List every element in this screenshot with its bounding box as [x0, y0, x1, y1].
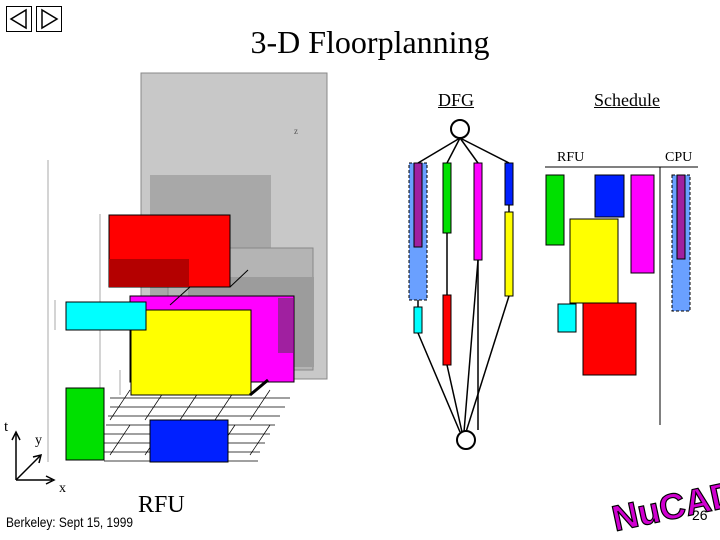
dfg-green-node	[442, 162, 452, 234]
dfg-source-node	[450, 119, 470, 139]
cyan-block	[65, 301, 147, 331]
schedule-cpu-purple-task	[676, 174, 686, 260]
dark-red-block	[109, 259, 189, 287]
axis-x-label: x	[59, 481, 66, 496]
dfg-blue-node	[504, 162, 514, 206]
slide-title: 3-D Floorplanning	[250, 24, 490, 60]
next-slide-button[interactable]	[36, 6, 62, 32]
axis-y-label: y	[35, 433, 42, 448]
floorplan-rfu-label: RFU	[138, 492, 185, 518]
triangle-left-icon	[9, 8, 27, 30]
logo-text: NuCAD	[608, 473, 720, 539]
schedule-green-task	[545, 174, 565, 246]
triangle-right-icon	[41, 8, 59, 30]
axis-z-label: z	[294, 126, 298, 136]
yellow-block	[130, 309, 252, 396]
schedule-cyan-task	[557, 303, 577, 333]
schedule-cpu-column-label: CPU	[665, 150, 693, 165]
dfg-label: DFG	[438, 90, 475, 110]
dfg-magenta-node	[473, 162, 483, 261]
schedule-rfu-column-label: RFU	[557, 150, 585, 165]
dfg-graph	[408, 119, 514, 450]
schedule-chart	[545, 166, 698, 425]
dfg-red-node	[442, 294, 452, 366]
nucad-logo: NuCAD	[608, 472, 720, 539]
dfg-cyan-node	[413, 306, 423, 334]
schedule-magenta-task	[630, 174, 655, 274]
page-number: 26	[692, 507, 708, 523]
dfg-purple-node	[413, 162, 423, 248]
schedule-blue-task	[594, 174, 625, 218]
dfg-edges	[417, 137, 510, 433]
floorplan-axes	[11, 430, 56, 485]
dfg-yellow-node	[504, 211, 514, 297]
schedule-label: Schedule	[594, 90, 660, 110]
floorplan-3d	[11, 72, 328, 485]
footer-date: Berkeley: Sept 15, 1999	[6, 514, 134, 530]
schedule-yellow-task	[569, 218, 619, 304]
schedule-red-task	[582, 302, 637, 376]
green-block	[65, 387, 105, 461]
magenta-block-side	[278, 298, 293, 353]
axis-t-label: t	[4, 419, 9, 435]
prev-slide-button[interactable]	[6, 6, 32, 32]
blue-block	[149, 419, 229, 463]
dfg-sink-node	[456, 430, 476, 450]
